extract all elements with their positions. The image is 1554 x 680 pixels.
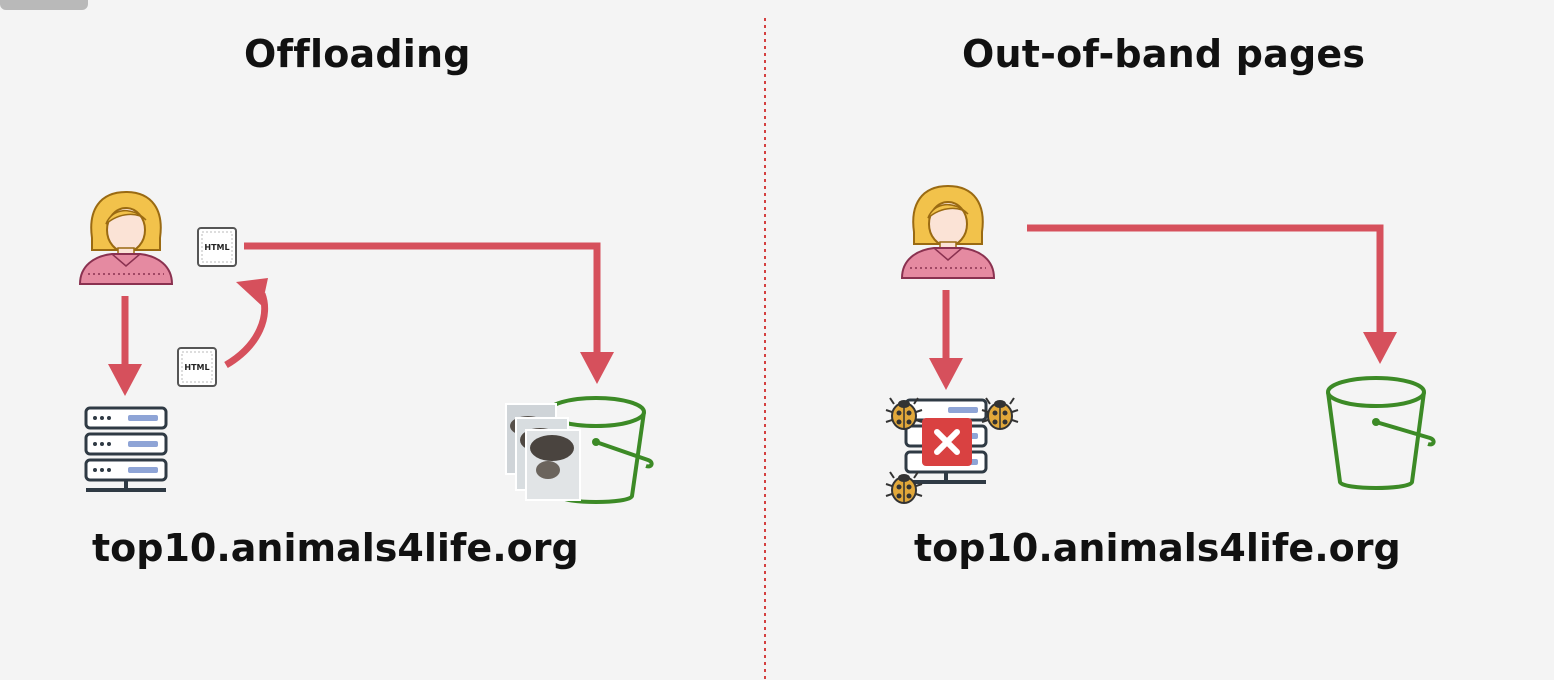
error-x-icon bbox=[922, 418, 972, 466]
user-icon bbox=[78, 190, 174, 285]
bug-icon bbox=[885, 471, 923, 504]
arrow-user-to-bucket bbox=[1027, 224, 1397, 364]
right-panel-title: Out-of-band pages bbox=[962, 32, 1366, 76]
bug-icon bbox=[981, 397, 1019, 430]
arrow-user-to-failed-server bbox=[929, 290, 963, 390]
left-panel-title: Offloading bbox=[244, 32, 471, 76]
svg-text:HTML: HTML bbox=[184, 363, 209, 372]
user-icon bbox=[900, 184, 996, 279]
arrow-html-return bbox=[224, 278, 269, 369]
arrow-html-to-bucket bbox=[244, 242, 614, 384]
window-tab bbox=[0, 0, 88, 10]
html-document-icon: HTML bbox=[177, 347, 217, 387]
right-domain-label: top10.animals4life.org bbox=[914, 526, 1401, 570]
bug-icon bbox=[885, 397, 923, 430]
server-icon bbox=[84, 406, 168, 492]
arrow-user-to-server bbox=[108, 296, 142, 396]
html-document-icon: HTML bbox=[197, 227, 237, 267]
bucket-icon bbox=[1326, 376, 1436, 490]
svg-text:HTML: HTML bbox=[204, 243, 229, 252]
left-domain-label: top10.animals4life.org bbox=[92, 526, 579, 570]
animal-photos-icon bbox=[505, 403, 581, 501]
